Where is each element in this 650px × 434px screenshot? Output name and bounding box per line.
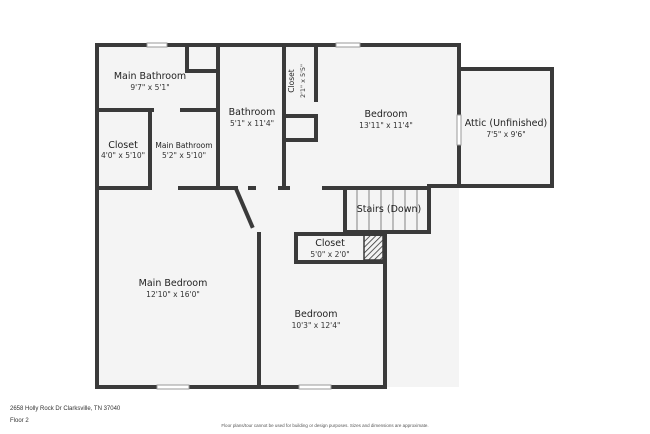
room-name-attic: Attic (Unfinished) — [465, 118, 548, 129]
address-text: 2658 Holly Rock Dr Clarksville, TN 37040 — [10, 406, 121, 412]
room-name-main-bathroom-top: Main Bathroom — [114, 71, 186, 82]
walls — [95, 43, 554, 389]
room-dims-bathroom: 5'1" x 11'4" — [230, 119, 274, 128]
hatch-block — [363, 234, 384, 261]
room-name-closet-left: Closet — [108, 140, 138, 151]
room-dims-bedroom-top: 13'11" x 11'4" — [359, 121, 413, 130]
room-name-main-bathroom-inner: Main Bathroom — [155, 141, 212, 150]
windows — [146, 42, 462, 390]
room-name-stairs: Stairs (Down) — [357, 204, 421, 215]
room-name-bedroom-top: Bedroom — [365, 109, 408, 120]
room-name-closet-mid: Closet — [315, 238, 345, 249]
room-dims-attic: 7'5" x 9'6" — [486, 130, 525, 139]
disclaimer-text: Floor plans/tour cannot be used for buil… — [221, 423, 429, 428]
room-name-closet-small: Closet — [287, 69, 296, 92]
room-dims-closet-small: 2'1" x 5'5" — [299, 64, 307, 98]
room-name-bedroom-bottom: Bedroom — [295, 309, 338, 320]
room-name-bathroom: Bathroom — [229, 107, 276, 118]
room-dims-bedroom-bottom: 10'3" x 12'4" — [292, 321, 341, 330]
floor-label: Floor 2 — [10, 418, 29, 424]
room-dims-main-bathroom-inner: 5'2" x 5'10" — [162, 151, 206, 160]
doorways — [154, 107, 322, 237]
room-dims-main-bathroom-top: 9'7" x 5'1" — [130, 83, 169, 92]
room-dims-closet-left: 4'0" x 5'10" — [101, 151, 145, 160]
room-dims-closet-mid: 5'0" x 2'0" — [310, 250, 349, 259]
floor-fill — [97, 45, 552, 387]
stair-treads — [356, 190, 418, 230]
room-name-main-bedroom: Main Bedroom — [139, 278, 208, 289]
room-dims-main-bedroom: 12'10" x 16'0" — [146, 290, 200, 299]
